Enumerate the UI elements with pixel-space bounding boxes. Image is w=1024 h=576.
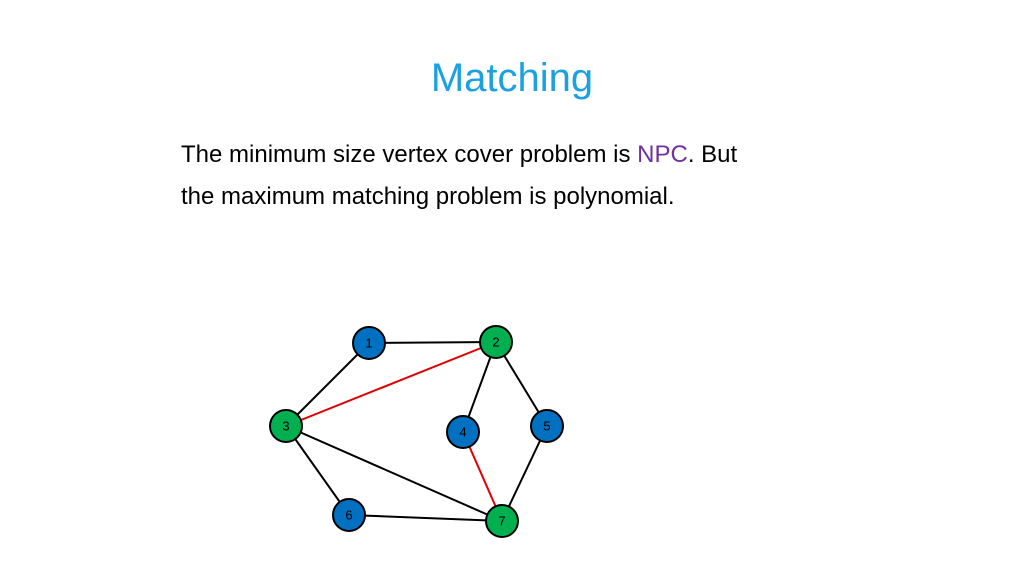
node-circle-3 [269, 409, 303, 443]
edge-1-3 [285, 342, 370, 427]
edge-5-7 [501, 425, 548, 522]
node-label-4: 4 [459, 425, 466, 440]
node-circle-4 [446, 415, 480, 449]
edge-1-2 [368, 341, 497, 344]
node-label-7: 7 [498, 514, 505, 529]
node-circle-6 [332, 498, 366, 532]
body-text-part-2: . But [687, 141, 738, 168]
node-2: 2 [479, 325, 513, 359]
node-5: 5 [530, 409, 564, 443]
node-circle-7 [485, 504, 519, 538]
node-circle-5 [530, 409, 564, 443]
npc-highlight: NPC [637, 141, 688, 168]
node-circle-1 [352, 326, 386, 360]
node-3: 3 [269, 409, 303, 443]
edge-3-7 [285, 425, 503, 522]
slide-body-text: The minimum size vertex cover problem is… [181, 134, 841, 218]
node-label-2: 2 [492, 335, 499, 350]
body-text-line-2: the maximum matching problem is polynomi… [181, 183, 675, 210]
node-6: 6 [332, 498, 366, 532]
edges-layer [285, 341, 548, 522]
edge-3-6 [285, 425, 350, 516]
node-1: 1 [352, 326, 386, 360]
node-label-1: 1 [365, 336, 372, 351]
edge-6-7 [348, 514, 503, 522]
matched-edge-3-2 [285, 341, 497, 427]
node-4: 4 [446, 415, 480, 449]
slide-title: Matching [430, 56, 594, 100]
body-text-part-1: The minimum size vertex cover problem is [181, 141, 638, 168]
node-7: 7 [485, 504, 519, 538]
node-label-6: 6 [345, 508, 352, 523]
node-label-3: 3 [282, 419, 289, 434]
node-label-5: 5 [543, 419, 550, 434]
nodes-layer: 1 2 3 4 5 6 7 [269, 325, 564, 538]
node-circle-2 [479, 325, 513, 359]
